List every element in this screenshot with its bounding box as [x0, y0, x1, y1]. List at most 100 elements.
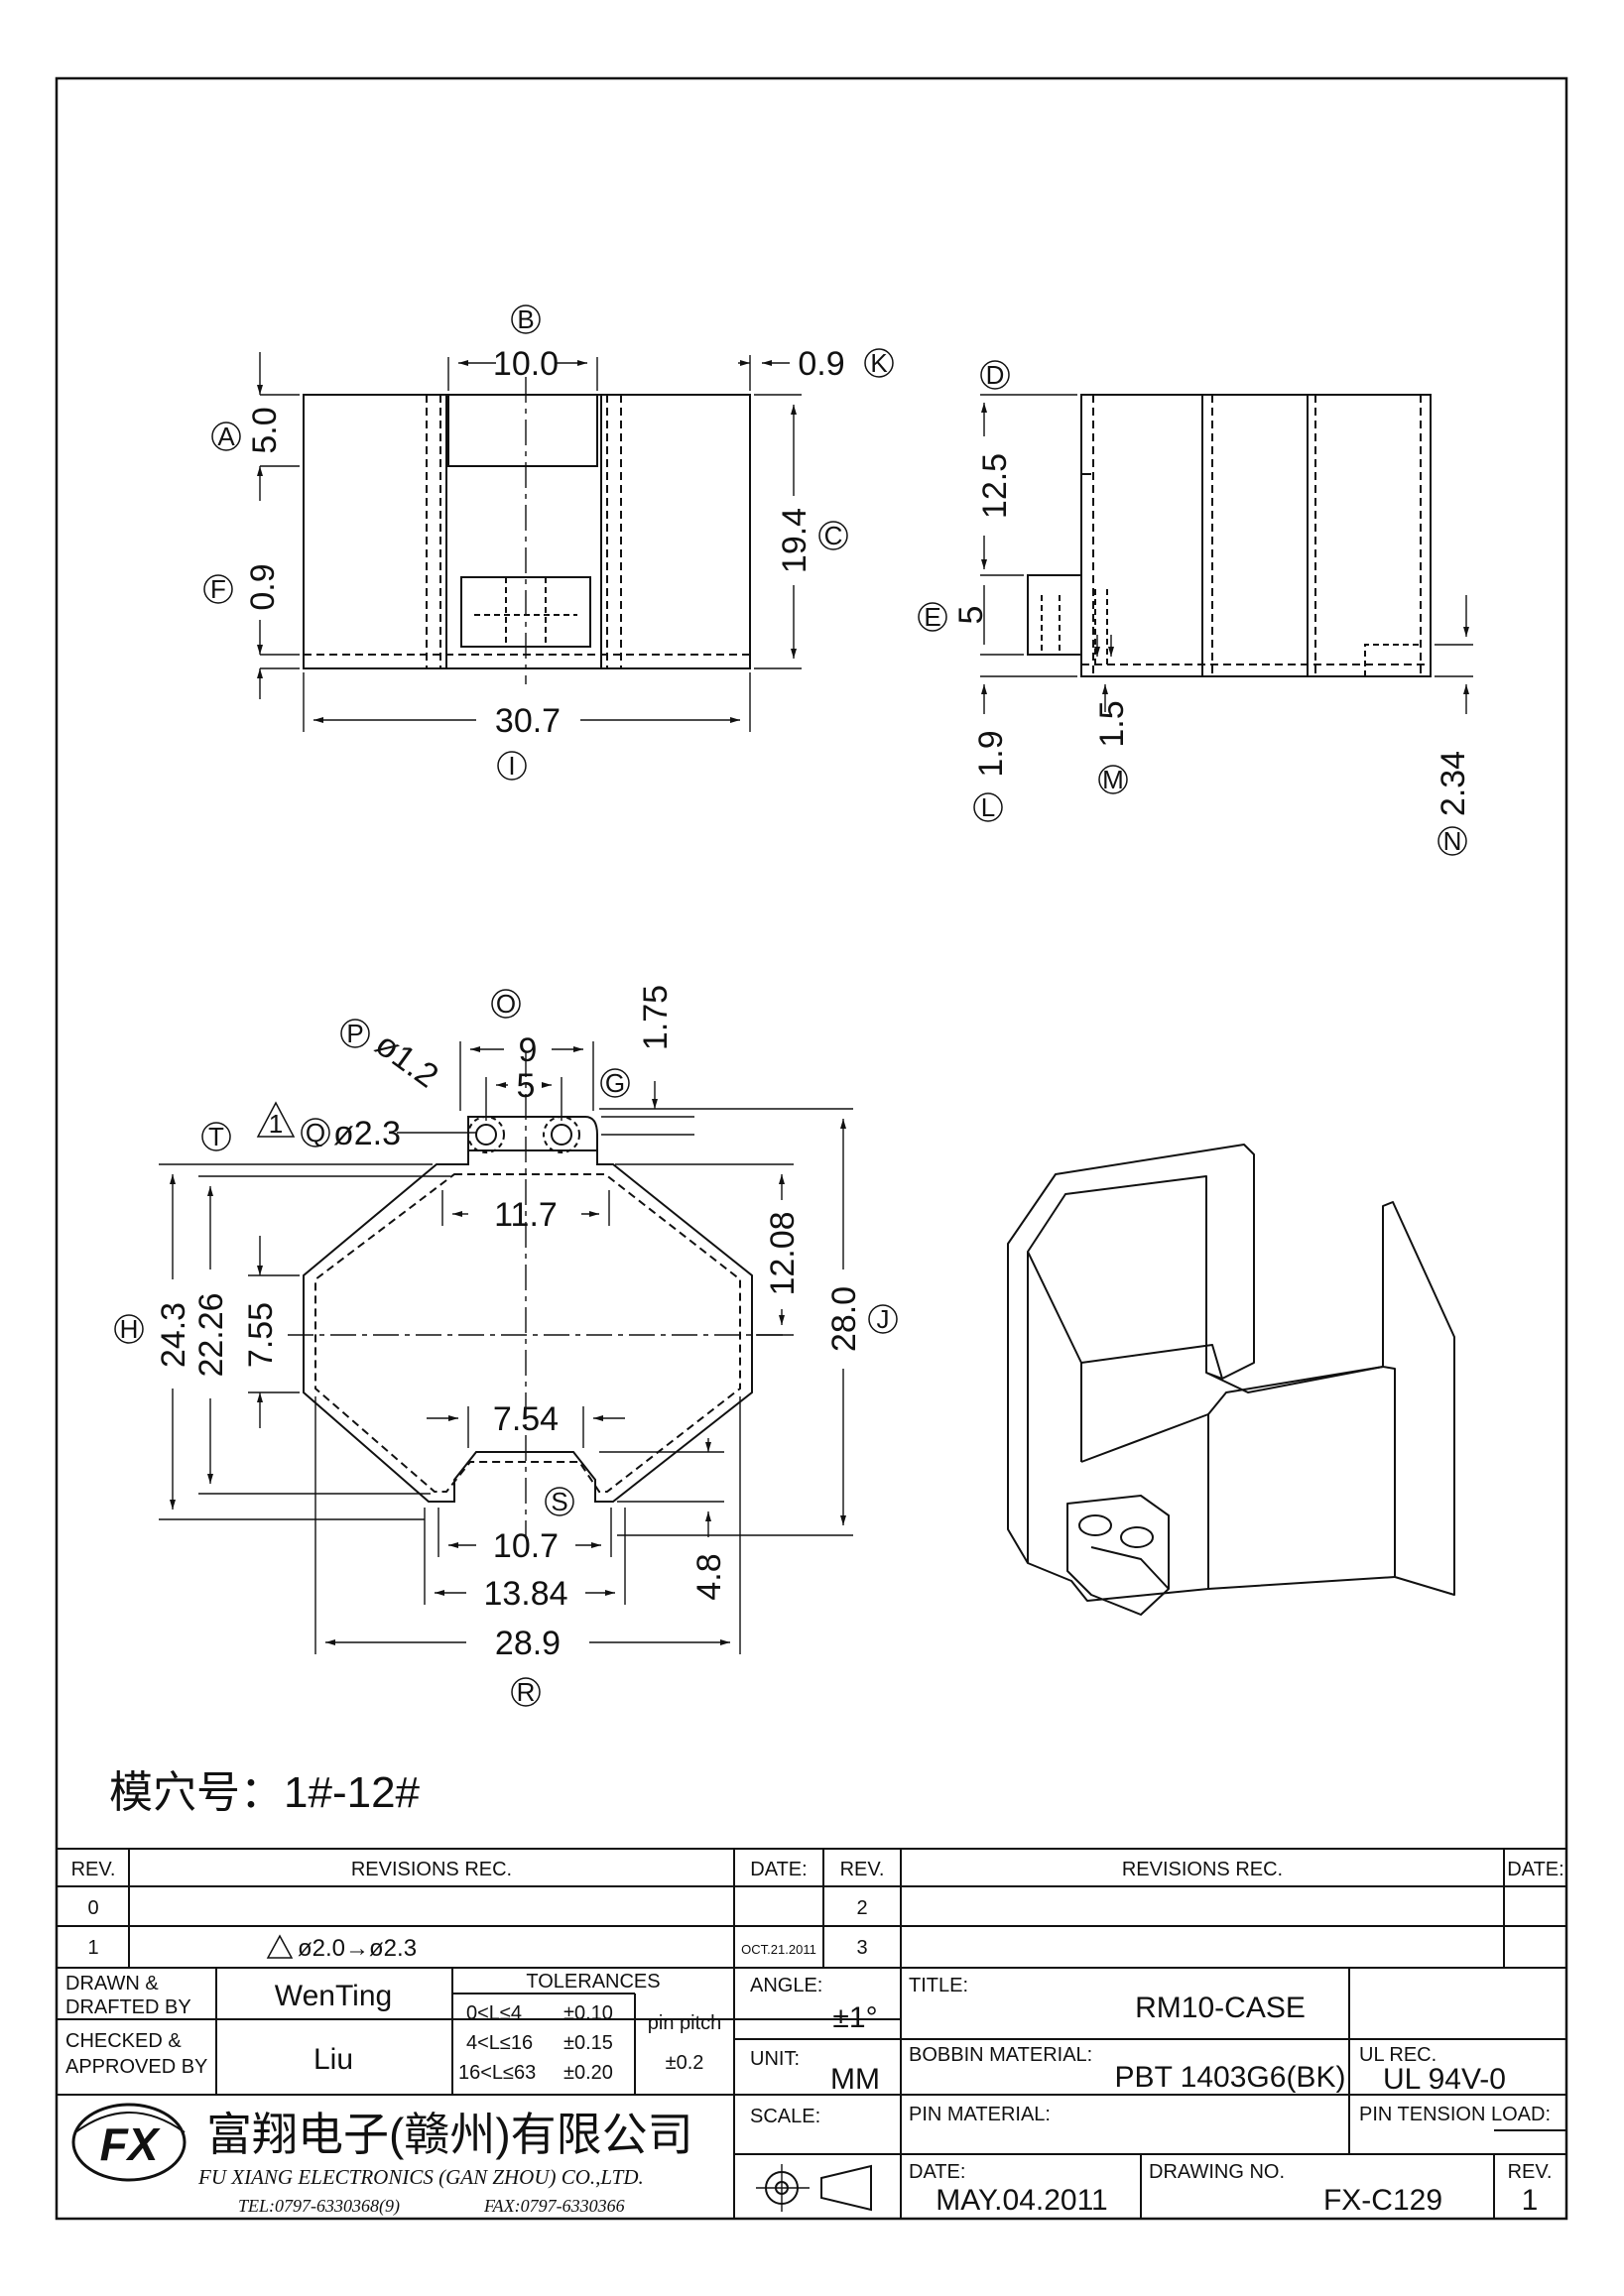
tol-range-1: 4<L≤16: [466, 2032, 533, 2054]
date-header-right: DATE:: [1507, 1859, 1563, 1880]
title-value: RM10-CASE: [1135, 1992, 1306, 2024]
label-e: E: [924, 602, 940, 632]
cavity-note: 模穴号：1#-12#: [109, 1768, 421, 1817]
date-value: MAY.04.2011: [936, 2184, 1107, 2217]
rev-header-right: REV.: [840, 1859, 885, 1880]
drawing-no-label: DRAWING NO.: [1149, 2161, 1285, 2183]
angle-value: ±1°: [832, 2001, 877, 2034]
company-tel: TEL:0797-6330368(9): [238, 2196, 400, 2217]
company-cn: 富翔电子(赣州)有限公司: [206, 2109, 693, 2160]
label-j: J: [877, 1304, 890, 1334]
dim-l: 1.9: [972, 730, 1010, 777]
angle-label: ANGLE:: [750, 1975, 822, 1996]
drawn-by: WenTing: [275, 1980, 392, 2012]
scale-label: SCALE:: [750, 2106, 820, 2127]
drawn-label: DRAWN &: [65, 1973, 159, 1994]
bobbin-value: PBT 1403G6(BK): [1115, 2061, 1346, 2094]
dim-p: ø1.2: [368, 1026, 444, 1096]
label-f: F: [210, 574, 226, 604]
title-block: [57, 1848, 1566, 2219]
dim-e: 5: [952, 606, 990, 625]
label-g: G: [605, 1068, 625, 1098]
isometric-view: [1007, 1144, 1455, 1616]
label-l: L: [981, 792, 995, 822]
title-block-text: REV. REVISIONS REC. DATE: REV. REVISIONS…: [65, 1859, 1564, 2217]
dim-d: 12.5: [976, 453, 1014, 519]
front-view-labels: B 10.0 A 5.0 0.9 K 19.4 C F 0.9 30.7 I: [203, 304, 894, 781]
side-view: [980, 394, 1473, 714]
pin-tension-label: PIN TENSION LOAD:: [1359, 2104, 1551, 2125]
date-header: DATE:: [750, 1859, 807, 1880]
tol-value-2: ±0.20: [563, 2062, 613, 2084]
tol-value-0: ±0.10: [563, 2002, 613, 2024]
tolerances-label: TOLERANCES: [526, 1971, 660, 1993]
rev-mark-triangle: 1: [269, 1109, 283, 1139]
label-m: M: [1102, 765, 1124, 794]
rev-row-1-date: OCT.21.2011: [741, 1942, 816, 1957]
label-n: N: [1443, 826, 1462, 856]
drawing-no-value: FX-C129: [1323, 2184, 1442, 2217]
revisions-header: REVISIONS REC.: [351, 1859, 512, 1880]
dim-h: 24.3: [155, 1302, 192, 1368]
sheet-border: [55, 76, 1568, 2221]
title-label: TITLE:: [909, 1975, 968, 1996]
drafted-label: DRAFTED BY: [65, 1996, 191, 2018]
ul-value: UL 94V-0: [1383, 2063, 1506, 2096]
dim-a: 5.0: [246, 407, 284, 453]
unit-label: UNIT:: [750, 2048, 800, 2070]
dim-r: 28.9: [495, 1625, 561, 1662]
label-s: S: [551, 1487, 567, 1516]
bobbin-label: BOBBIN MATERIAL:: [909, 2044, 1092, 2066]
rev-header: REV.: [71, 1859, 116, 1880]
revisions-header-right: REVISIONS REC.: [1122, 1859, 1283, 1880]
pin-material-label: PIN MATERIAL:: [909, 2104, 1051, 2125]
dim-c: 19.4: [776, 508, 813, 573]
dim-1208: 12.08: [764, 1211, 802, 1295]
top-view: [159, 1041, 853, 1654]
dim-48: 4.8: [690, 1553, 728, 1600]
checked-label: CHECKED &: [65, 2030, 182, 2052]
label-c: C: [824, 521, 843, 550]
label-i: I: [508, 751, 515, 781]
label-p: P: [346, 1019, 363, 1048]
label-q: Q: [306, 1118, 325, 1148]
dim-k: 0.9: [798, 345, 844, 383]
rev-row-1-desc: ø2.0→ø2.3: [298, 1935, 417, 1962]
pin-pitch-value: ±0.2: [666, 2052, 704, 2074]
checked-by: Liu: [313, 2043, 353, 2076]
dim-2226: 22.26: [192, 1292, 230, 1377]
label-t: T: [208, 1122, 224, 1151]
dim-f: 0.9: [244, 563, 282, 610]
ul-label: UL REC.: [1359, 2044, 1437, 2066]
dim-g: 1.75: [637, 985, 675, 1050]
label-b: B: [517, 304, 534, 334]
front-view: [257, 352, 802, 732]
label-h: H: [120, 1314, 139, 1344]
rev-row-1: 1: [87, 1937, 98, 1959]
rev-label: REV.: [1508, 2161, 1553, 2183]
dim-j: 28.0: [825, 1286, 863, 1352]
dim-754: 7.54: [493, 1400, 559, 1438]
label-d: D: [986, 360, 1005, 390]
dim-i: 30.7: [495, 702, 561, 740]
dim-s: 10.7: [493, 1527, 559, 1565]
unit-value: MM: [830, 2063, 880, 2096]
dim-five: 5: [517, 1067, 536, 1105]
rev-right-row-2: 2: [856, 1897, 867, 1919]
date-label: DATE:: [909, 2161, 965, 2183]
dim-eleven7: 11.7: [494, 1196, 558, 1234]
company-en: FU XIANG ELECTRONICS (GAN ZHOU) CO.,LTD.: [197, 2165, 644, 2189]
dim-n: 2.34: [1435, 751, 1472, 816]
rev-row-0: 0: [87, 1897, 98, 1919]
top-view-labels: O 9 5 1.75 G P ø1.2 1 Q ø2.3 T 11.7 H 24…: [114, 985, 898, 1707]
company-fax: FAX:0797-6330366: [483, 2196, 625, 2216]
rev-right-row-3: 3: [856, 1937, 867, 1959]
dim-b: 10.0: [493, 345, 559, 383]
label-k: K: [870, 348, 888, 378]
dim-1384: 13.84: [483, 1575, 567, 1613]
approved-label: APPROVED BY: [65, 2056, 207, 2078]
logo: FX: [100, 2118, 161, 2170]
dim-o: 9: [519, 1031, 538, 1069]
dim-m: 1.5: [1093, 700, 1131, 747]
